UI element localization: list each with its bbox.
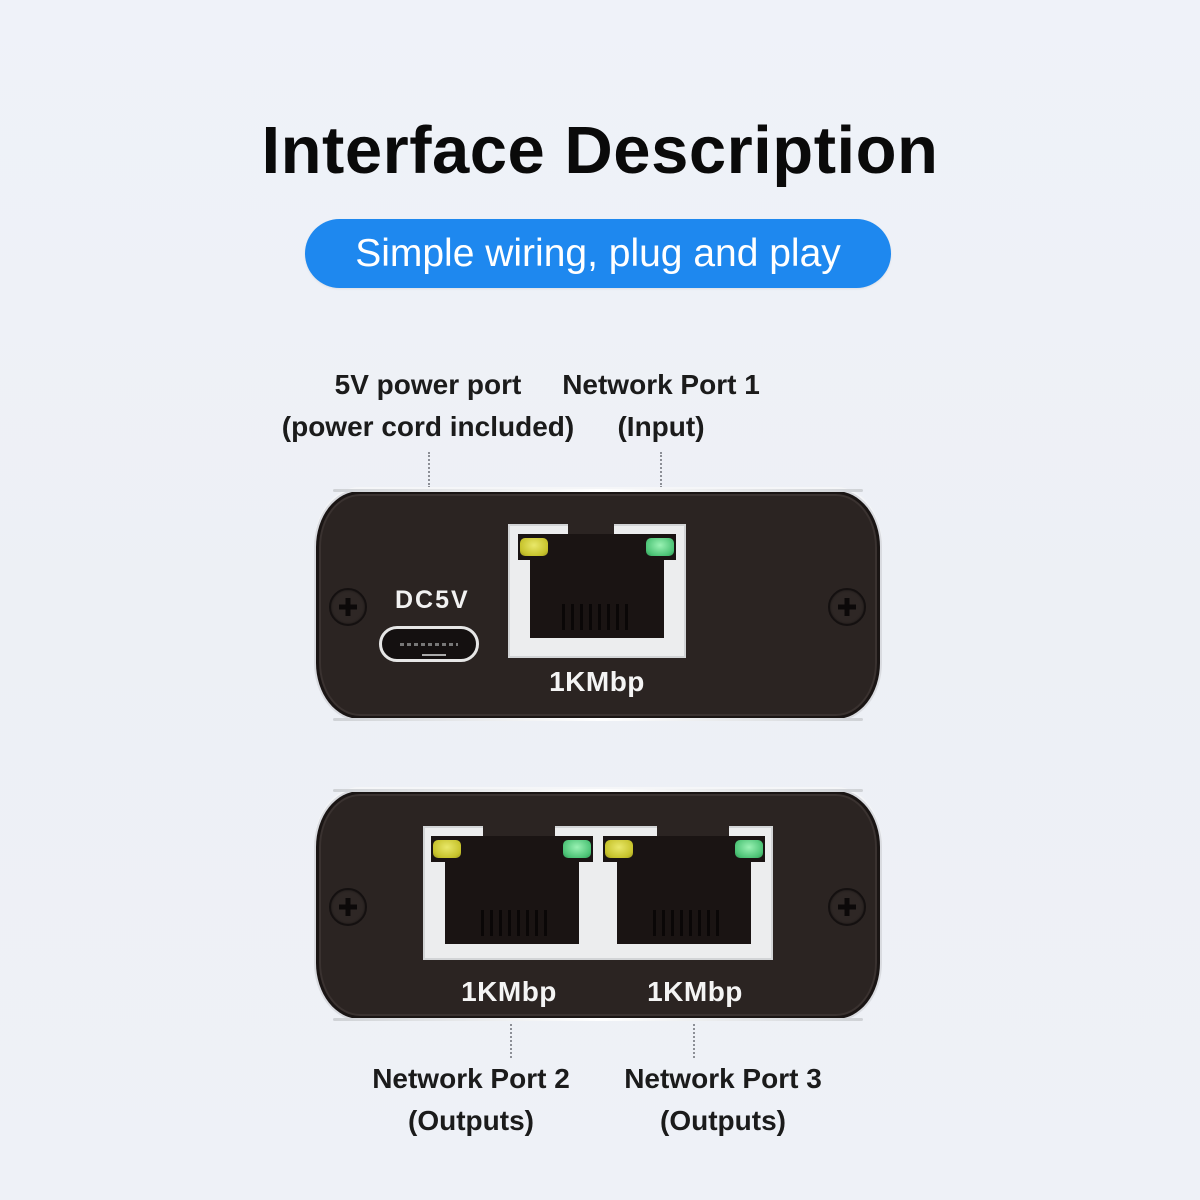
link-led-yellow	[605, 840, 633, 858]
leader-line-network-port-1	[660, 452, 662, 488]
leader-line-power-port	[428, 452, 430, 488]
callout-network-port-1: Network Port 1 (Input)	[540, 364, 782, 448]
usb-c-power-port[interactable]	[379, 626, 479, 662]
page-title: Interface Description	[261, 113, 939, 188]
callout-network-port-2: Network Port 2 (Outputs)	[350, 1058, 592, 1142]
link-led-yellow	[520, 538, 548, 556]
link-led-yellow	[433, 840, 461, 858]
rj45-contacts	[653, 910, 725, 936]
rj45-contacts	[562, 604, 634, 630]
activity-led-green	[646, 538, 674, 556]
callout-power-port: 5V power port (power cord included)	[232, 364, 624, 448]
callout-network-port-3-line2: (Outputs)	[660, 1105, 786, 1136]
screw-icon	[828, 588, 866, 626]
rj45-port-3[interactable]	[599, 826, 771, 958]
port-2-speed-label: 1KMbp	[461, 976, 557, 1007]
dc5v-label: DC5V	[395, 586, 470, 614]
activity-led-green	[735, 840, 763, 858]
port-3-speed-label: 1KMbp	[647, 976, 743, 1007]
callout-network-port-1-line2: (Input)	[617, 411, 705, 442]
screw-icon	[329, 588, 367, 626]
callout-network-port-3-line1: Network Port 3	[624, 1063, 822, 1094]
device-rear-panel-outputs: 1KMbp 1KMbp	[316, 789, 880, 1021]
device-front-panel-input: DC5V 1KMbp	[316, 489, 880, 721]
callout-network-port-3: Network Port 3 (Outputs)	[602, 1058, 844, 1142]
rj45-dual-frame	[423, 826, 773, 960]
screw-icon	[828, 888, 866, 926]
screw-icon	[329, 888, 367, 926]
subtitle-pill-text: Simple wiring, plug and play	[355, 231, 841, 275]
callout-network-port-1-line1: Network Port 1	[562, 369, 760, 400]
leader-line-network-port-3	[693, 1024, 695, 1058]
callout-power-port-line1: 5V power port	[334, 369, 522, 400]
callout-network-port-2-line1: Network Port 2	[372, 1063, 570, 1094]
leader-line-network-port-2	[510, 1024, 512, 1058]
callout-network-port-2-line2: (Outputs)	[408, 1105, 534, 1136]
rj45-port-1[interactable]	[508, 524, 686, 658]
callout-power-port-line2: (power cord included)	[281, 411, 575, 442]
rj45-port-2[interactable]	[425, 826, 597, 958]
subtitle-pill: Simple wiring, plug and play	[305, 219, 891, 288]
activity-led-green	[563, 840, 591, 858]
rj45-contacts	[481, 910, 553, 936]
usb-c-pins	[400, 643, 458, 646]
port-1-speed-label: 1KMbp	[549, 666, 645, 697]
